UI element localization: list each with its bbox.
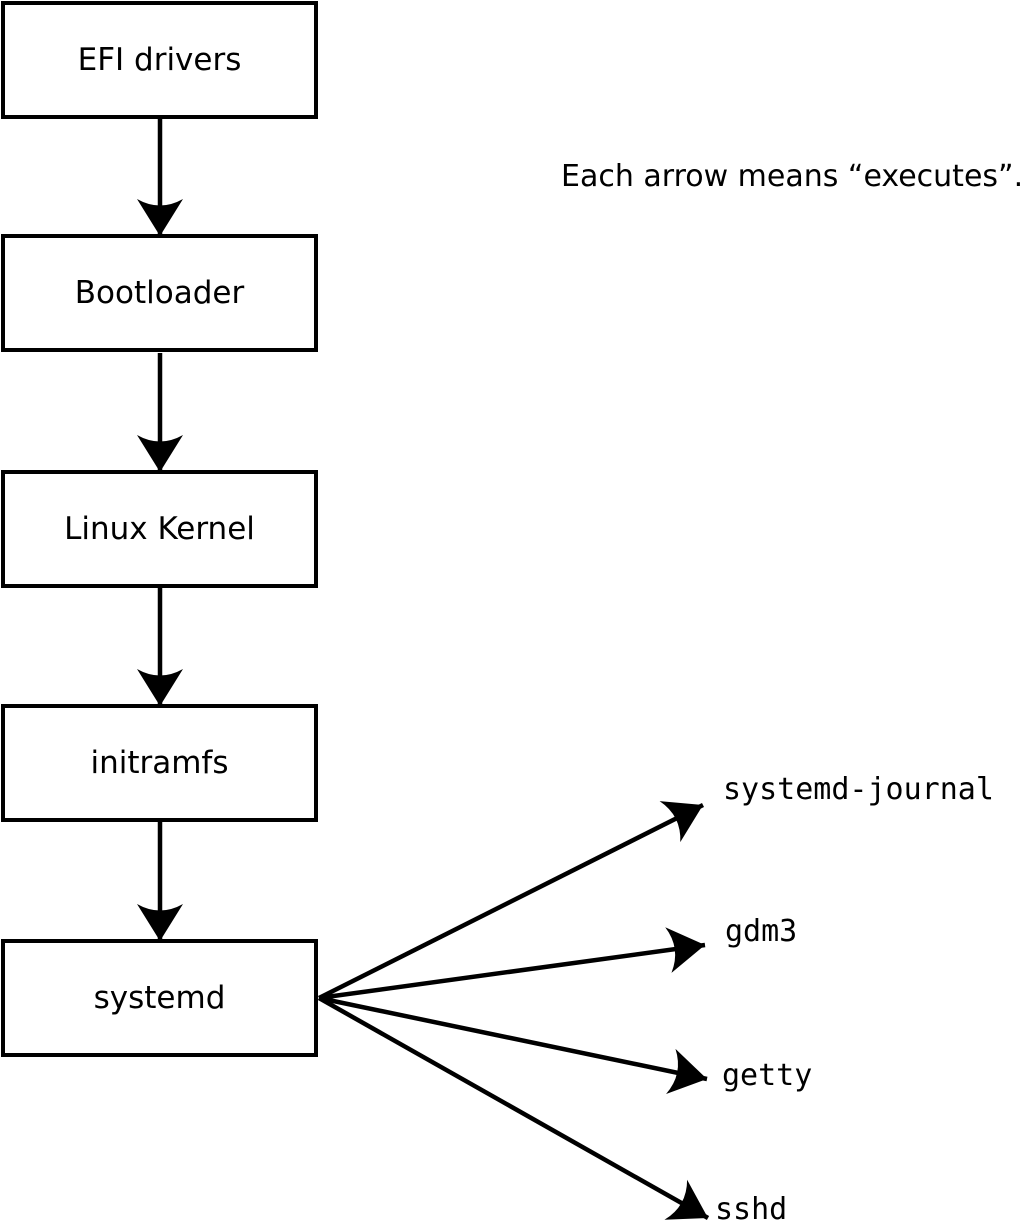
- process-label-gdm3: gdm3: [725, 914, 798, 949]
- node-linux-kernel: Linux Kernel: [1, 470, 318, 588]
- process-label-getty: getty: [722, 1058, 813, 1093]
- arrow-legend-note: Each arrow means “executes”.: [561, 159, 1023, 194]
- process-label-sshd: sshd: [715, 1192, 788, 1227]
- process-label-systemd-journal: systemd-journal: [723, 772, 994, 807]
- node-bootloader: Bootloader: [1, 234, 318, 352]
- arrow-systemd-to-systemd-journal: [317, 801, 705, 1001]
- arrow-systemd-to-sshd: [317, 996, 710, 1220]
- arrow-systemd-to-getty: [318, 995, 708, 1094]
- arrow-systemd-to-gdm3: [318, 927, 706, 1001]
- node-systemd: systemd: [1, 939, 318, 1057]
- node-initramfs: initramfs: [1, 704, 318, 822]
- node-efi-drivers: EFI drivers: [1, 1, 318, 119]
